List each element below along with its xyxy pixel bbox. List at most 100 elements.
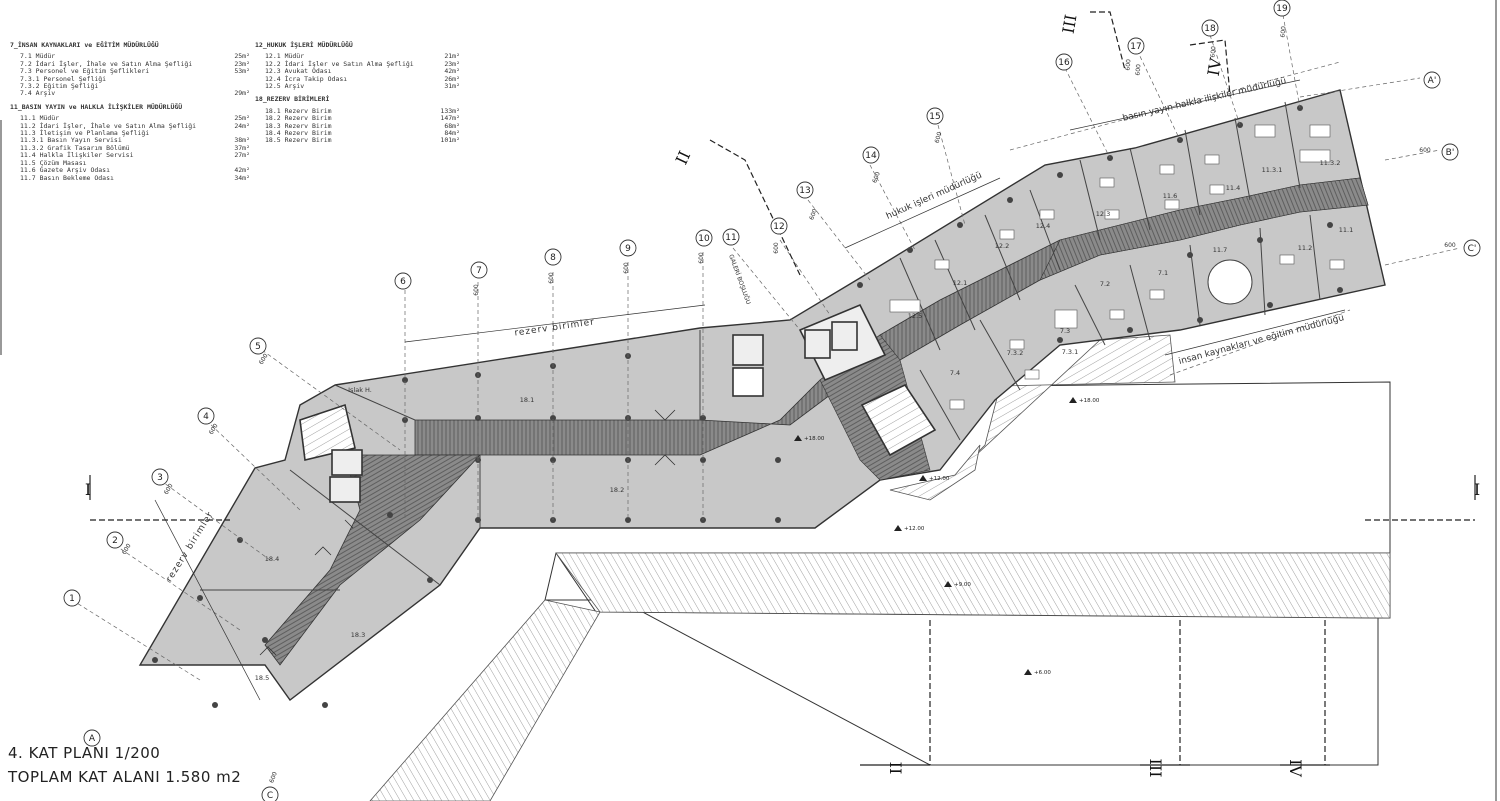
legend-room-name: 11.2 İdari İşler, İhale ve Satın Alma Şe… bbox=[20, 121, 197, 130]
legend-room-area: 23m² bbox=[234, 59, 250, 68]
legend-row: 12.3 Avukat Odası 42m² bbox=[255, 67, 460, 76]
axis-bubble-11: 11 bbox=[722, 228, 740, 246]
axis-number: 18 bbox=[1204, 24, 1216, 34]
legend-section-7: 7_İNSAN KAYNAKLARI ve EĞİTİM MÜDÜRLÜĞÜ 7… bbox=[10, 41, 250, 98]
legend-room-area: 53m² bbox=[234, 67, 250, 76]
elevator-4 bbox=[831, 321, 858, 351]
axis-bubble-6: 6 bbox=[394, 272, 412, 290]
zone-label-rezerv-top: rezerv birimler bbox=[514, 317, 596, 338]
legend-room-area: 42m² bbox=[444, 67, 460, 76]
axis-bubble-16: 16 bbox=[1055, 53, 1073, 71]
legend-row: 11.2 İdari İşler, İhale ve Satın Alma Şe… bbox=[10, 121, 250, 130]
room-label: 18.2 bbox=[610, 486, 624, 494]
legend-room-name: 12.5 Arşiv bbox=[265, 82, 305, 91]
core-left bbox=[299, 403, 363, 503]
axis-number: 12 bbox=[773, 222, 784, 232]
axis-bubble-19: 19 bbox=[1273, 0, 1291, 17]
axis-bubble-14: 14 bbox=[862, 146, 880, 164]
axis-bubble-3: 3 bbox=[151, 468, 169, 486]
dimension-value: 600 bbox=[163, 482, 175, 496]
room-label: 7.3 bbox=[1060, 327, 1070, 335]
room-label: 11.4 bbox=[1226, 184, 1240, 192]
axis-bubble-letter: A bbox=[83, 729, 101, 747]
stair-ramp-diagonal bbox=[369, 599, 601, 801]
level-value: +12.00 bbox=[904, 526, 925, 532]
room-label: 18.4 bbox=[265, 555, 279, 563]
axis-number: 15 bbox=[929, 112, 940, 122]
axis-bubble-4: 4 bbox=[197, 407, 215, 425]
legend-row: 18.2 Rezerv Birim 147m² bbox=[255, 114, 460, 123]
legend-row: 11.5 Çözüm Masası bbox=[10, 158, 250, 167]
room-label: 12.3 bbox=[1096, 210, 1110, 218]
elevator-1 bbox=[732, 334, 764, 366]
legend-room-area: 25m² bbox=[234, 52, 250, 61]
room-label: 11.1 bbox=[1339, 226, 1353, 234]
room-label: 7.3.2 bbox=[1007, 349, 1024, 357]
legend-room-name: 18.4 Rezerv Birim bbox=[265, 129, 332, 138]
level-mark: +18.00 bbox=[1069, 397, 1100, 404]
axis-letter: A bbox=[89, 734, 96, 744]
axis-number: 19 bbox=[1276, 4, 1288, 14]
legend-room-name: 12.3 Avukat Odası bbox=[265, 67, 332, 76]
room-label: 18.3 bbox=[351, 631, 365, 639]
legend-room-area: 31m² bbox=[444, 82, 460, 91]
level-mark: +18.00 bbox=[794, 435, 825, 442]
legend-room-area: 133m² bbox=[440, 106, 460, 115]
legend-room-name: 7.3.1 Personel Şefliği bbox=[20, 74, 107, 83]
legend-room-name: 11.5 Çözüm Masası bbox=[20, 158, 87, 167]
axis-bubble-letter: A' bbox=[1423, 71, 1441, 89]
room-label: 12.1 bbox=[953, 279, 967, 287]
level-marks: +18.00+18.00+12.00+12.00+9.00+6.00 bbox=[794, 397, 1100, 676]
axis-bubble-9: 9 bbox=[619, 239, 637, 257]
axis-bubble-13: 13 bbox=[796, 181, 814, 199]
level-mark: +6.00 bbox=[1024, 669, 1051, 676]
room-label: 11.2 bbox=[1298, 244, 1312, 252]
level-mark: +12.00 bbox=[894, 525, 925, 532]
room-label: 11.3.2 bbox=[1320, 159, 1341, 167]
axis-bubble-1: 1 bbox=[63, 589, 81, 607]
axis-bubble-10: 10 bbox=[695, 229, 713, 247]
dimension-texts: 6006006006006006006006006006006006006006… bbox=[121, 26, 1456, 784]
section-label-4-bottom: IV bbox=[1286, 759, 1305, 777]
legend-section-11: 11_BASIN YAYIN ve HALKLA İLİŞKİLER MÜDÜR… bbox=[10, 103, 250, 182]
dimension-value: 600 bbox=[1135, 64, 1143, 76]
dimension-value: 600 bbox=[623, 262, 630, 274]
axis-number: 6 bbox=[400, 277, 406, 287]
meeting-table bbox=[1207, 259, 1253, 305]
dimension-value: 600 bbox=[1444, 242, 1456, 249]
room-label: 18.1 bbox=[520, 396, 534, 404]
axis-number: 8 bbox=[550, 253, 556, 263]
axis-bubble-letter: C' bbox=[1463, 239, 1481, 257]
dimension-value: 600 bbox=[121, 542, 133, 556]
level-value: +18.00 bbox=[804, 436, 825, 442]
legend-room-area: 84m² bbox=[444, 129, 460, 138]
legend-room-name: 12.4 İcra Takip Odası bbox=[265, 74, 348, 83]
level-value: +12.00 bbox=[929, 476, 950, 482]
axis-number: 13 bbox=[799, 186, 810, 196]
legend-room-area bbox=[226, 76, 250, 83]
legend-room-name: 18.5 Rezerv Birim bbox=[265, 136, 332, 145]
desks bbox=[889, 124, 1345, 410]
axis-letter: B' bbox=[1446, 148, 1455, 158]
legend-room-area: 147m² bbox=[440, 114, 460, 123]
axis-bubble-18: 18 bbox=[1201, 19, 1219, 37]
elevator-3 bbox=[804, 329, 831, 359]
section-label-3-bottom: III bbox=[1146, 759, 1165, 778]
legend-room-name: 18.2 Rezerv Birim bbox=[265, 114, 332, 123]
dimension-value: 600 bbox=[1280, 26, 1288, 38]
dimension-value: 600 bbox=[808, 208, 819, 221]
legend-room-name: 11.4 Halkla İlişkiler Servisi bbox=[20, 151, 134, 160]
room-label: 7.1 bbox=[1158, 269, 1168, 277]
room-labels: 18.118.218.318.418.512.112.212.312.412.5… bbox=[255, 159, 1353, 682]
room-label: 11.3.1 bbox=[1262, 166, 1283, 174]
room-label: 12.2 bbox=[995, 242, 1009, 250]
section-label-4: IV bbox=[1204, 56, 1226, 77]
room-label: 18.5 bbox=[255, 674, 269, 682]
